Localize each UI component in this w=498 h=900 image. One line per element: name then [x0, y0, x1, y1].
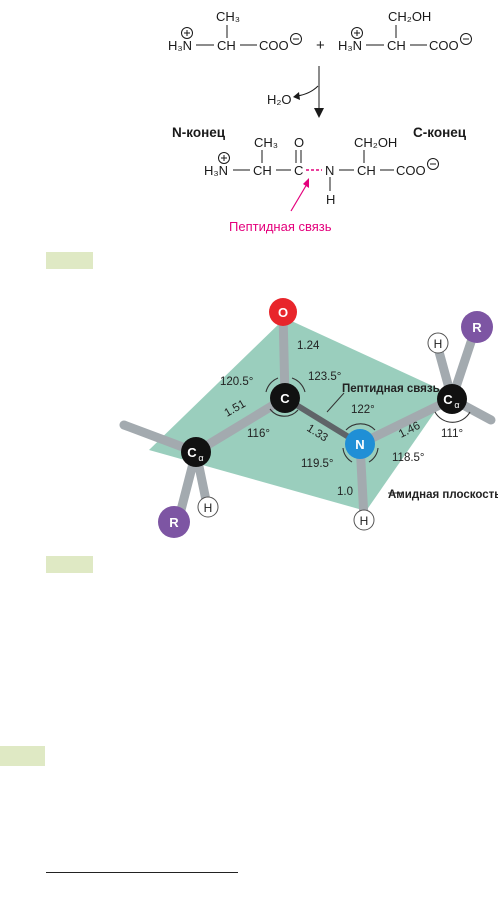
atom-carbonyl-c: C — [270, 383, 300, 413]
angle-arc — [345, 423, 376, 431]
angle-label: 116° — [247, 428, 270, 440]
aa1-calpha: CH — [217, 38, 236, 53]
svg-text:C: C — [443, 392, 453, 407]
atom-calpha-left: C α — [181, 437, 211, 467]
c-end-label: C-конец — [413, 125, 467, 140]
atom-calpha-right: C α — [437, 384, 467, 414]
angle-arc — [265, 377, 279, 393]
peptide-bond-callout-label: Пептидная связь — [229, 219, 332, 234]
amide-plane-label: Амидная плоскость — [388, 489, 498, 501]
aa2-ammonium: H₃N — [338, 38, 362, 53]
angle-arc — [269, 408, 299, 417]
angle-arc — [434, 411, 471, 423]
peptide-bond-label-group: Пептидная связь — [326, 383, 440, 413]
water-label: H₂O — [267, 92, 292, 107]
reaction-scheme: CH₃ H₃N CH COO + CH₂OH H₃N — [168, 9, 472, 234]
amide-plane-label-group: Амидная плоскость — [388, 489, 498, 501]
angle-arc — [342, 447, 353, 463]
dipeptide-calpha-1: CH — [253, 163, 272, 178]
svg-text:N: N — [355, 437, 364, 452]
reaction-arrow: H₂O — [267, 66, 324, 118]
svg-text:R: R — [472, 320, 482, 335]
angle-label: 123.5° — [308, 371, 341, 383]
svg-text:α: α — [454, 400, 459, 410]
dipeptide-amide-n: N — [325, 163, 334, 178]
charge-minus-icon — [460, 33, 472, 45]
bond-length-n-h: 1.0 — [337, 486, 353, 498]
aa2-carboxylate: COO — [429, 38, 459, 53]
aa1-side-chain: CH₃ — [216, 9, 240, 24]
aa1-carboxylate: COO — [259, 38, 289, 53]
margin-tab-3 — [0, 746, 45, 766]
dipeptide-carboxylate: COO — [396, 163, 426, 178]
dipeptide-side-chain-1: CH₃ — [254, 135, 278, 150]
dipeptide-ammonium: H₃N — [204, 163, 228, 178]
margin-tab-1 — [46, 252, 93, 269]
atom-h-left: H — [197, 496, 219, 518]
angle-label: 120.5° — [220, 376, 253, 388]
dipeptide-calpha-2: CH — [357, 163, 376, 178]
atom-amide-n: N — [345, 429, 375, 459]
amino-acid-1: CH₃ H₃N CH COO — [168, 9, 302, 53]
svg-text:R: R — [169, 515, 179, 530]
charge-plus-icon — [351, 27, 363, 39]
charge-plus-icon — [218, 152, 230, 164]
atom-r-left: R — [158, 506, 190, 538]
angle-label: 118.5° — [392, 452, 425, 464]
bond-n-calpha — [355, 394, 457, 449]
aa2-side-chain: CH₂OH — [388, 9, 431, 24]
svg-text:C: C — [280, 391, 290, 406]
margin-tab-2 — [46, 556, 93, 573]
svg-text:H: H — [204, 501, 213, 515]
charge-minus-icon — [427, 158, 439, 170]
angle-arc — [368, 447, 379, 463]
footnote-rule — [46, 872, 238, 873]
n-end-label: N-конец — [172, 125, 226, 140]
atom-r-right: R — [461, 311, 493, 343]
angle-label: 119.5° — [301, 458, 334, 470]
peptide-bond-callout: Пептидная связь — [229, 178, 332, 234]
angle-label: 122° — [351, 404, 375, 416]
bond-calpha-c — [191, 393, 290, 457]
angle-label: 111° — [441, 428, 463, 440]
dipeptide-side-chain-2: CH₂OH — [354, 135, 397, 150]
bond-length-c-o: 1.24 — [297, 340, 320, 352]
dipeptide-carbonyl-c: C — [294, 163, 303, 178]
aa1-ammonium: H₃N — [168, 38, 192, 53]
peptide-bond-label: Пептидная связь — [342, 383, 440, 395]
atom-h-right: H — [427, 332, 449, 354]
charge-plus-icon — [181, 27, 193, 39]
atom-o: O — [269, 298, 297, 326]
svg-text:H: H — [434, 337, 443, 351]
plus-sign: + — [316, 37, 325, 54]
angle-arc — [291, 377, 306, 393]
amino-acid-2: CH₂OH H₃N CH COO — [338, 9, 472, 53]
charge-minus-icon — [290, 33, 302, 45]
svg-text:O: O — [278, 305, 288, 320]
atom-h-n: H — [353, 509, 375, 531]
peptide-geometry-diagram: O C N C α C α R R H H H 1.24 1.51 1 — [119, 298, 498, 538]
dipeptide-amide-h: H — [326, 192, 335, 207]
aa2-calpha: CH — [387, 38, 406, 53]
svg-text:C: C — [187, 445, 197, 460]
dipeptide-carbonyl-o: O — [294, 135, 304, 150]
svg-text:H: H — [360, 514, 369, 528]
amide-plane — [149, 318, 448, 511]
dipeptide: CH₃ O CH₂OH H₃N CH C N H CH COO — [204, 135, 439, 207]
svg-text:α: α — [198, 453, 203, 463]
